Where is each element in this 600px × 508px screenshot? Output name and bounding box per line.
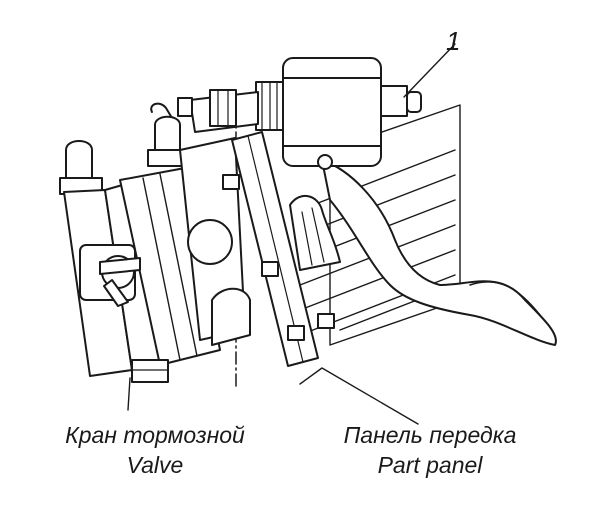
panel-label-ru: Панель передка	[343, 422, 517, 448]
valve-handle	[79, 244, 141, 307]
mounting-bracket	[179, 131, 341, 367]
callout-number-1: 1	[446, 26, 461, 56]
callout-1-leader	[403, 43, 456, 98]
valve-caption: Кран тормозной Valve	[20, 420, 290, 480]
connecting-pipe	[150, 89, 259, 133]
sensor-1	[255, 57, 422, 170]
valve-leader	[127, 377, 131, 411]
top-fittings	[59, 115, 189, 195]
panel-leader	[299, 367, 419, 425]
panel-caption: Панель передка Part panel	[300, 420, 560, 480]
pedal	[321, 159, 557, 346]
valve-label-ru: Кран тормозной	[65, 422, 245, 448]
panel-label-en: Part panel	[377, 452, 483, 478]
valve-label-en: Valve	[126, 452, 184, 478]
